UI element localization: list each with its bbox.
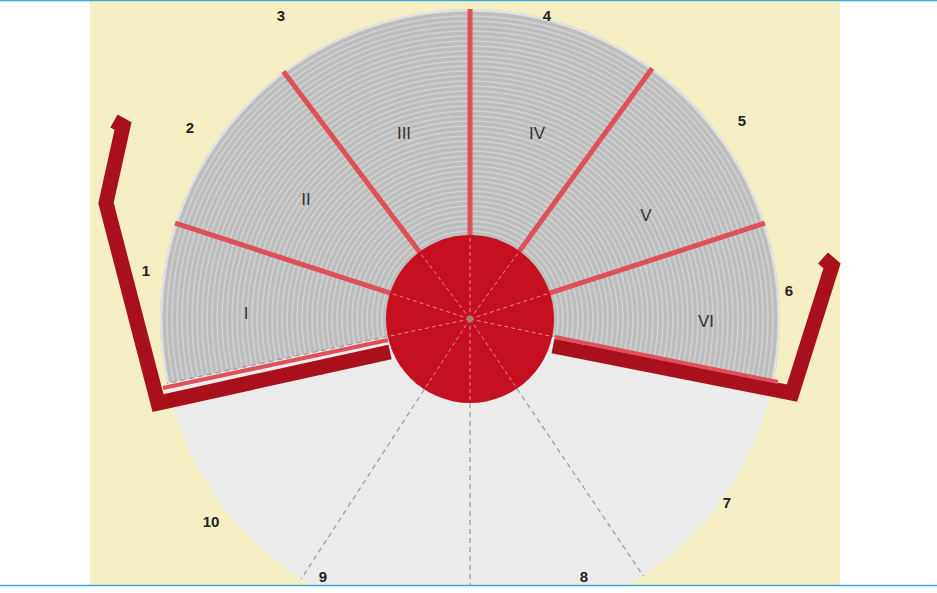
hub-dashed-line: [470, 319, 471, 403]
left-bracket-edge: [163, 340, 388, 388]
hub-dashed-line: [470, 293, 550, 319]
hub-dashed-line: [424, 319, 470, 389]
disc-group: [160, 9, 780, 585]
right-bracket-edge: [555, 337, 778, 382]
callout-number: 1: [142, 262, 150, 279]
hub-dashed-line: [388, 319, 470, 336]
sector-numeral: I: [244, 304, 249, 324]
callout-number: 6: [785, 282, 793, 299]
sector-divider: [518, 68, 652, 252]
callout-number: 10: [203, 513, 220, 530]
sector-divider: [548, 223, 765, 293]
callout-number: 7: [723, 494, 731, 511]
sector-numeral: IV: [529, 124, 545, 144]
callout-number: 8: [580, 568, 588, 585]
frame-line: [0, 585, 937, 587]
hub-dashed-line: [470, 251, 519, 319]
left-bracket: [106, 121, 390, 403]
sector-numeral: III: [397, 124, 411, 144]
dashed-division: [517, 389, 643, 576]
hub-dashed-line: [390, 293, 470, 319]
dashed-division: [469, 403, 470, 585]
hub-dashed-line: [470, 319, 517, 389]
callout-number: 5: [738, 112, 746, 129]
hub-dashed-line: [470, 319, 552, 336]
disc-lower: [160, 9, 780, 585]
hub-dashed-line: [470, 235, 471, 319]
sector-divider: [283, 71, 420, 253]
hub-dashed-line: [419, 252, 470, 319]
frame-line: [0, 0, 937, 1]
sector-divider: [175, 223, 392, 293]
sector-numeral: II: [301, 190, 310, 210]
sector-numeral: VI: [698, 312, 714, 332]
center-hub: [386, 235, 554, 403]
sector-numeral: V: [640, 206, 651, 226]
callout-number: 2: [186, 119, 194, 136]
sector-divider: [468, 9, 473, 237]
right-bracket: [553, 258, 832, 393]
callout-number: 4: [543, 7, 551, 24]
hub-center-dot: [467, 316, 473, 322]
callout-number: 9: [319, 568, 327, 585]
dashed-division: [301, 389, 424, 579]
callout-number: 3: [277, 7, 285, 24]
